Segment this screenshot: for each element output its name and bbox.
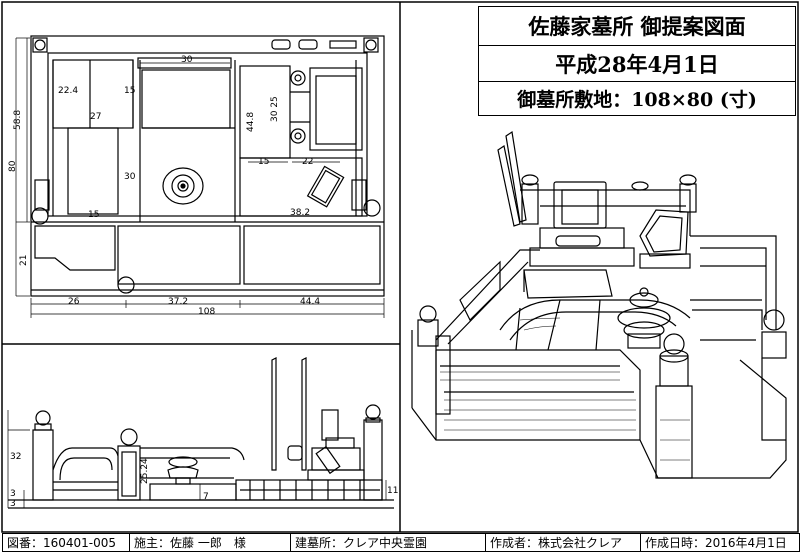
- drawing-number: 図番：160401-005: [3, 534, 130, 551]
- dim-bottom-108: 108: [198, 307, 216, 317]
- dim-22: 22: [302, 157, 314, 167]
- plan-view: [30, 35, 385, 297]
- dim-7: 7: [203, 492, 209, 502]
- dim-27: 27: [90, 112, 102, 122]
- dim-22-4: 22.4: [58, 86, 79, 96]
- elevation-view: [8, 357, 394, 509]
- dim-30-25: 30 25: [270, 96, 280, 122]
- plan-dimension-lines: [15, 37, 385, 318]
- dim-80: 80: [8, 160, 18, 172]
- dim-15-c: 15: [258, 157, 270, 167]
- perspective-view: [411, 130, 787, 479]
- dim-15-b: 15: [88, 210, 100, 220]
- title-date: 平成28年4月1日: [479, 46, 795, 82]
- dim-58-8: 58.8: [13, 109, 23, 130]
- client-name: 施主：佐藤 一郎 様: [130, 534, 291, 551]
- dim-bottom-37-2: 37.2: [168, 297, 189, 307]
- dim-21: 21: [19, 254, 29, 266]
- dim-top-30: 30: [181, 55, 193, 65]
- dim-3-a: 3: [10, 489, 16, 499]
- dim-3-b: 3: [10, 499, 16, 509]
- created-date: 作成日時：2016年4月1日: [645, 536, 787, 550]
- title-site-size: 御墓所敷地：108×80 (寸): [517, 89, 757, 111]
- author: 作成者：株式会社クレア: [486, 534, 641, 551]
- dim-15-a: 15: [124, 86, 136, 96]
- elevation-dimension-lines: [7, 410, 387, 508]
- dim-44-8: 44.8: [246, 111, 256, 132]
- cemetery-location: 建墓所：クレア中央霊園: [291, 534, 486, 551]
- title-heading: 佐藤家墓所 御提案図面: [479, 7, 795, 46]
- perspective-shading: [440, 317, 690, 461]
- dim-30-side: 30: [124, 172, 136, 182]
- dim-32: 32: [10, 452, 22, 462]
- dim-11: 11: [387, 486, 399, 496]
- title-block: 佐藤家墓所 御提案図面 平成28年4月1日 御墓所敷地：108×80 (寸): [478, 6, 796, 116]
- footer-info-bar: 図番：160401-005 施主：佐藤 一郎 様 建墓所：クレア中央霊園 作成者…: [2, 533, 800, 552]
- dim-38-2: 38.2: [290, 208, 311, 218]
- dim-25-24: 25.24: [140, 458, 150, 484]
- dim-bottom-26: 26: [68, 297, 80, 307]
- dim-bottom-44-4: 44.4: [300, 297, 321, 307]
